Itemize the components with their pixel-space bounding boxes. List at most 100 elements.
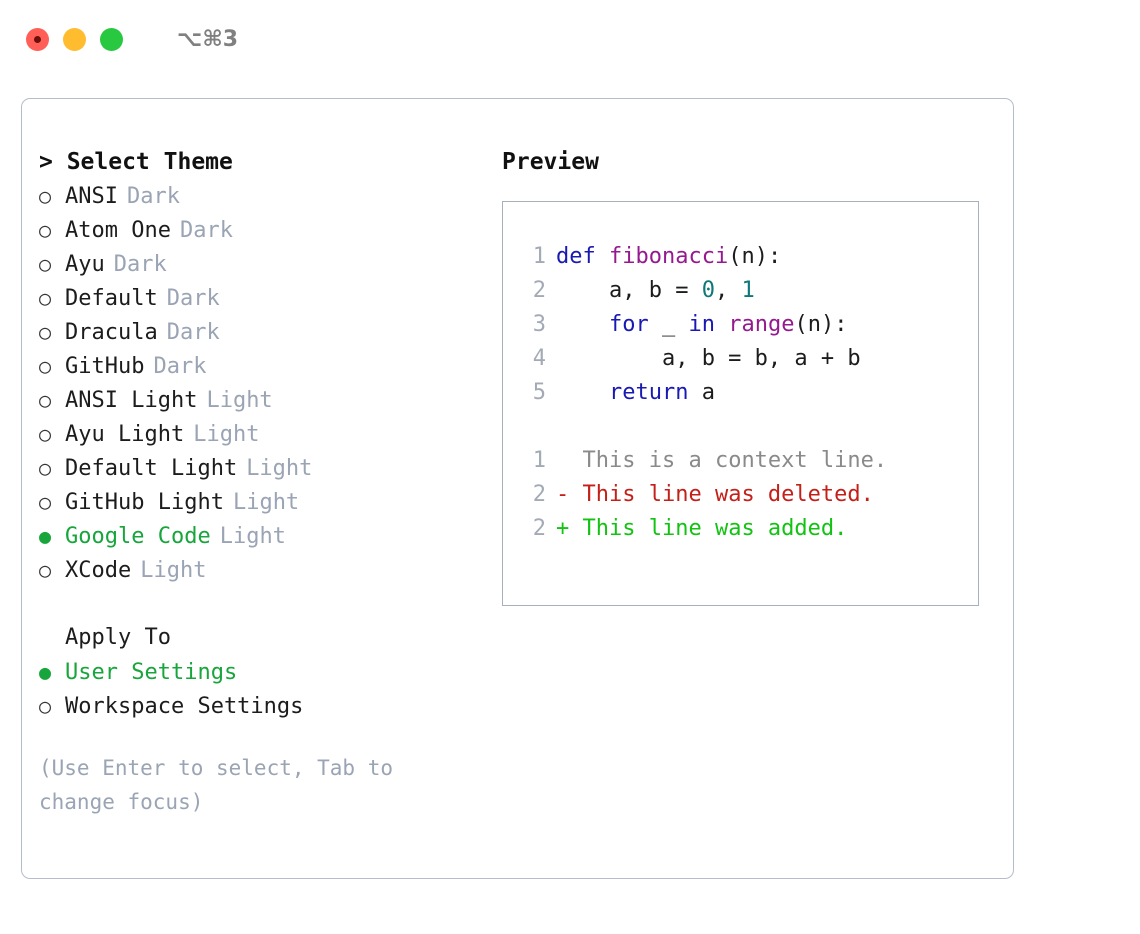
- diff-text: This line was added.: [582, 516, 848, 541]
- code-token: (n):: [794, 312, 848, 337]
- minimize-button[interactable]: [63, 27, 86, 51]
- apply-to-header: Apply To: [39, 621, 509, 655]
- preview-title: Preview: [502, 149, 599, 175]
- code-token: return: [608, 380, 689, 405]
- line-number: 5: [532, 380, 546, 405]
- theme-list-item[interactable]: ○ Ayu Light Light: [39, 417, 509, 451]
- code-line: 1 def fibonacci(n):: [516, 240, 970, 274]
- diff-line-added: 2 + This line was added.: [516, 512, 970, 546]
- theme-type-tag: Light: [140, 558, 207, 583]
- theme-type-tag: Dark: [166, 286, 220, 311]
- theme-name: ANSI Light: [65, 388, 198, 413]
- radio-icon[interactable]: ○: [39, 422, 52, 446]
- code-token: def: [556, 244, 609, 269]
- line-number: 3: [532, 312, 546, 337]
- code-token: in: [688, 312, 715, 337]
- diff-text: This line was deleted.: [582, 482, 874, 507]
- code-token: [556, 376, 609, 410]
- diff-prefix: [556, 444, 583, 478]
- code-token: a: [688, 380, 715, 405]
- radio-icon[interactable]: ○: [39, 354, 52, 378]
- apply-to-item-selected[interactable]: ● User Settings: [39, 655, 509, 689]
- line-number: 2: [532, 278, 546, 303]
- theme-list-item[interactable]: ○ XCode Light: [39, 553, 509, 587]
- theme-type-tag: Light: [206, 388, 273, 413]
- radio-icon[interactable]: ○: [39, 218, 52, 242]
- theme-type-tag: Light: [219, 524, 286, 549]
- code-token: fibonacci: [608, 244, 729, 269]
- line-number: 1: [532, 448, 546, 473]
- code-token: ,: [714, 278, 742, 303]
- radio-icon[interactable]: ○: [39, 694, 52, 718]
- theme-name: Default: [65, 286, 158, 311]
- theme-list-item[interactable]: ○ GitHub Light Light: [39, 485, 509, 519]
- apply-to-item[interactable]: ○ Workspace Settings: [39, 689, 509, 723]
- theme-name: XCode: [65, 558, 132, 583]
- theme-type-tag: Light: [246, 456, 313, 481]
- radio-icon[interactable]: ○: [39, 184, 52, 208]
- radio-icon[interactable]: ○: [39, 286, 52, 310]
- radio-icon[interactable]: ○: [39, 388, 52, 412]
- code-token: a, b =: [556, 278, 702, 303]
- theme-type-tag: Dark: [113, 252, 167, 277]
- theme-type-tag: Light: [193, 422, 260, 447]
- diff-line-context: 1 This is a context line.: [516, 444, 970, 478]
- select-theme-header: > Select Theme: [39, 149, 233, 175]
- theme-type-tag: Dark: [153, 354, 207, 379]
- code-token: (n):: [728, 244, 782, 269]
- keyboard-shortcut-label: ⌥⌘3: [177, 26, 239, 52]
- code-token: for: [608, 312, 649, 337]
- diff-prefix: -: [556, 482, 583, 507]
- code-token: [556, 308, 609, 342]
- theme-list: ○ ANSI Dark ○ Atom One Dark ○ Ayu Dark: [39, 179, 509, 587]
- title-bar: ⌥⌘3: [0, 0, 1140, 78]
- theme-list-item[interactable]: ○ Dracula Dark: [39, 315, 509, 349]
- diff-line-deleted: 2 - This line was deleted.: [516, 478, 970, 512]
- close-button[interactable]: [26, 27, 49, 51]
- theme-type-tag: Dark: [179, 218, 233, 243]
- apply-to-list: ● User Settings ○ Workspace Settings: [39, 655, 509, 723]
- code-line: 3 for _ in range(n):: [516, 308, 970, 342]
- theme-type-tag: Dark: [166, 320, 220, 345]
- theme-name: GitHub Light: [65, 490, 224, 515]
- theme-list-item[interactable]: ○ Atom One Dark: [39, 213, 509, 247]
- apply-to-label: Apply To: [65, 625, 171, 650]
- radio-icon[interactable]: ○: [39, 558, 52, 582]
- radio-icon-selected[interactable]: ●: [39, 524, 52, 548]
- theme-name: Default Light: [65, 456, 238, 481]
- radio-icon[interactable]: ○: [39, 490, 52, 514]
- diff-text: This is a context line.: [582, 448, 888, 473]
- radio-icon[interactable]: ○: [39, 456, 52, 480]
- theme-list-item-selected[interactable]: ● Google Code Light: [39, 519, 509, 553]
- code-token: 1: [741, 278, 755, 303]
- theme-name: Ayu: [65, 252, 105, 277]
- radio-icon[interactable]: ○: [39, 320, 52, 344]
- theme-list-item[interactable]: ○ ANSI Dark: [39, 179, 509, 213]
- apply-to-option-label: Workspace Settings: [65, 694, 304, 719]
- theme-type-tag: Dark: [126, 184, 180, 209]
- theme-name: Ayu Light: [65, 422, 185, 447]
- main-panel: > Select Theme ○ ANSI Dark ○ Atom One Da…: [21, 98, 1014, 879]
- theme-name: Google Code: [65, 524, 211, 549]
- theme-name: ANSI: [65, 184, 118, 209]
- code-token: [715, 308, 728, 342]
- theme-list-item[interactable]: ○ Ayu Dark: [39, 247, 509, 281]
- theme-list-item[interactable]: ○ GitHub Dark: [39, 349, 509, 383]
- code-line: 5 return a: [516, 376, 970, 410]
- radio-icon-selected[interactable]: ●: [39, 660, 52, 684]
- diff-prefix: +: [556, 516, 583, 541]
- code-token: a, b = b, a + b: [556, 346, 861, 371]
- preview-box: 1 def fibonacci(n): 2 a, b = 0, 1 3 for …: [502, 201, 979, 606]
- keyboard-hint-text: (Use Enter to select, Tab to change focu…: [39, 756, 406, 814]
- list-spacer: [39, 587, 509, 621]
- radio-icon[interactable]: ○: [39, 252, 52, 276]
- maximize-button[interactable]: [100, 27, 123, 51]
- theme-type-tag: Light: [232, 490, 300, 515]
- apply-to-option-label: User Settings: [65, 660, 238, 685]
- theme-list-item[interactable]: ○ ANSI Light Light: [39, 383, 509, 417]
- theme-list-item[interactable]: ○ Default Light Light: [39, 451, 509, 485]
- theme-name: Dracula: [65, 320, 158, 345]
- theme-list-item[interactable]: ○ Default Dark: [39, 281, 509, 315]
- theme-name: Atom One: [65, 218, 171, 243]
